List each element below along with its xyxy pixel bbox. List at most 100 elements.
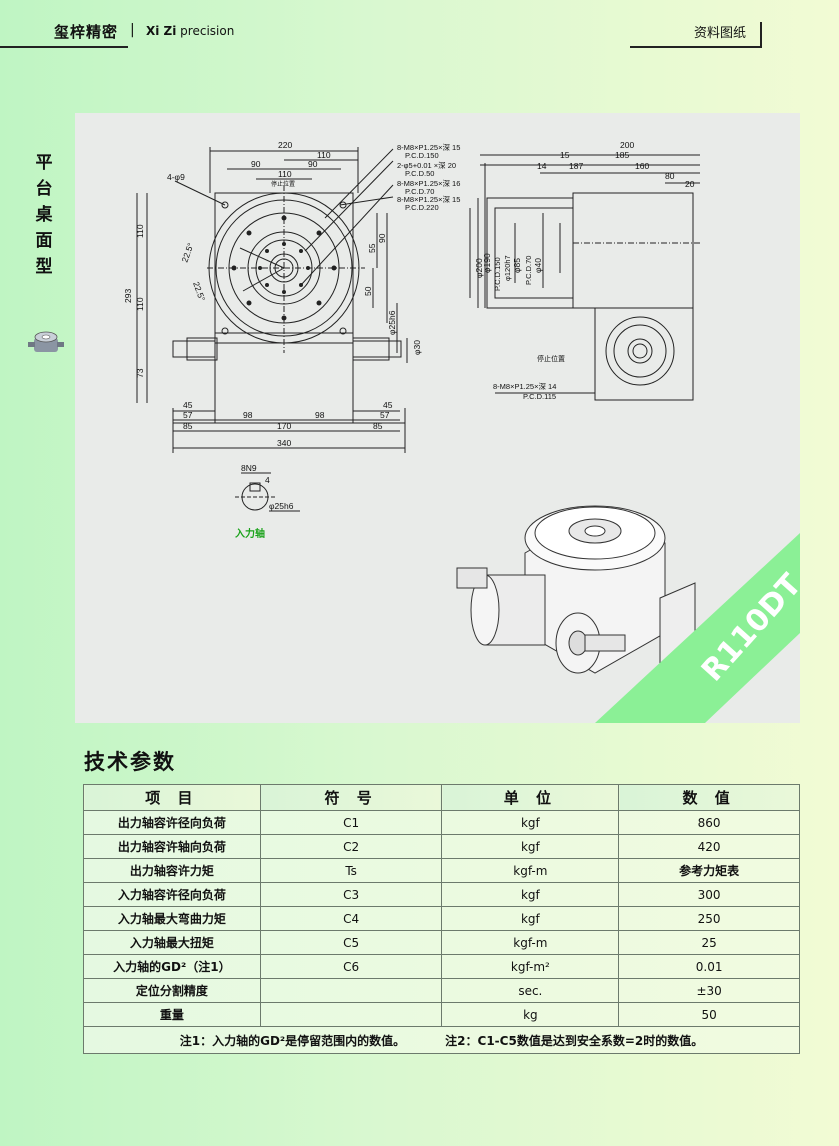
- cell: C3: [259, 882, 443, 907]
- svg-text:φ190: φ190: [482, 253, 492, 273]
- svg-text:57: 57: [183, 410, 193, 420]
- svg-text:57: 57: [380, 410, 390, 420]
- svg-text:90: 90: [251, 159, 261, 169]
- category-title: 平台桌面型: [35, 153, 53, 277]
- cell: C4: [259, 906, 443, 931]
- notes-cell: 注1：入力轴的GD²是停留范围内的数值。 注2：C1-C5数值是达到安全系数=2时…: [83, 1026, 800, 1054]
- cell: kg: [441, 1002, 620, 1027]
- svg-text:98: 98: [315, 410, 325, 420]
- svg-text:φ40: φ40: [533, 258, 543, 273]
- svg-text:170: 170: [277, 421, 291, 431]
- page-header: 玺梓精密 | Xi Zi precision 资料图纸: [0, 0, 839, 48]
- cell: sec.: [441, 978, 620, 1003]
- drawing-svg: 220 110 90 90 110 停止位置 293 110 110 73 22…: [123, 140, 800, 723]
- svg-text:50: 50: [363, 286, 373, 296]
- cell: [259, 1002, 443, 1027]
- svg-text:φ200: φ200: [474, 258, 484, 278]
- table-notes-row: 注1：入力轴的GD²是停留范围内的数值。 注2：C1-C5数值是达到安全系数=2时…: [83, 1026, 800, 1054]
- indexer-thumbnail-icon: [28, 331, 64, 352]
- isometric-view: [456, 505, 696, 674]
- cell: kgf: [441, 906, 620, 931]
- svg-text:185: 185: [615, 150, 629, 160]
- svg-text:110: 110: [278, 169, 292, 179]
- side-view-labels: 200 15 185 14 187 160 80 20 φ200 φ190 P.…: [474, 140, 695, 401]
- svg-text:φ85: φ85: [512, 258, 522, 273]
- cell: ±30: [618, 978, 800, 1003]
- svg-text:90: 90: [377, 233, 387, 243]
- header-item: 项 目: [83, 784, 261, 811]
- svg-text:20: 20: [685, 179, 695, 189]
- header-rule-right: [630, 46, 760, 48]
- svg-text:110: 110: [135, 224, 145, 238]
- svg-text:8-M8×P1.25×深 15: 8-M8×P1.25×深 15: [397, 195, 460, 204]
- cell: kgf: [441, 882, 620, 907]
- svg-text:φ120h7: φ120h7: [503, 255, 512, 281]
- svg-text:340: 340: [277, 438, 291, 448]
- cell: 定位分割精度: [83, 978, 261, 1003]
- header-rule-left: [0, 46, 128, 48]
- note-2: 注2：C1-C5数值是达到安全系数=2时的数值。: [445, 1033, 704, 1048]
- brand-separator: |: [130, 22, 135, 38]
- cell: 参考力矩表: [618, 858, 800, 883]
- svg-text:φ25h6: φ25h6: [269, 501, 294, 511]
- brand-name-cn: 玺梓精密: [54, 23, 119, 41]
- header-symbol: 符 号: [259, 784, 443, 811]
- svg-text:98: 98: [243, 410, 253, 420]
- svg-text:45: 45: [183, 400, 193, 410]
- cell: C6: [259, 954, 443, 979]
- svg-text:14: 14: [537, 161, 547, 171]
- svg-text:8-M8×P1.25×深 14: 8-M8×P1.25×深 14: [493, 382, 556, 391]
- svg-text:187: 187: [569, 161, 583, 171]
- model-ribbon: [595, 533, 800, 723]
- header-unit: 单 位: [441, 784, 620, 811]
- cell: 出力轴容许轴向负荷: [83, 834, 261, 859]
- svg-text:8-M8×P1.25×深 15: 8-M8×P1.25×深 15: [397, 143, 460, 152]
- cell: 0.01: [618, 954, 800, 979]
- cell: Ts: [259, 858, 443, 883]
- svg-text:110: 110: [317, 150, 331, 160]
- document-type: 资料图纸: [694, 26, 747, 41]
- svg-text:160: 160: [635, 161, 649, 171]
- cell: kgf-m: [441, 930, 620, 955]
- header-rule-vertical: [760, 22, 762, 48]
- svg-text:293: 293: [123, 289, 133, 303]
- svg-text:80: 80: [665, 171, 675, 181]
- cell: 250: [618, 906, 800, 931]
- cell: 入力轴容许径向负荷: [83, 882, 261, 907]
- brand-name-en: Xi Zi precision: [146, 24, 235, 38]
- cell: 入力轴的GD²（注1）: [83, 954, 261, 979]
- note-1: 注1：入力轴的GD²是停留范围内的数值。: [179, 1033, 406, 1048]
- cell: kgf-m²: [441, 954, 620, 979]
- cell: 入力轴最大扭矩: [83, 930, 261, 955]
- cell: C1: [259, 810, 443, 835]
- svg-text:4-φ9: 4-φ9: [167, 172, 185, 182]
- cell: 重量: [83, 1002, 261, 1027]
- technical-drawing: 220 110 90 90 110 停止位置 293 110 110 73 22…: [75, 113, 800, 723]
- svg-text:220: 220: [278, 140, 292, 150]
- svg-text:8N9: 8N9: [241, 463, 257, 473]
- cell: kgf: [441, 834, 620, 859]
- input-shaft-labels: 8N9 4 φ25h6 入力轴: [235, 463, 294, 540]
- svg-text:P.C.D.220: P.C.D.220: [405, 203, 439, 212]
- side-view: [469, 154, 700, 401]
- section-title: 技术参数: [84, 750, 176, 774]
- cell: 出力轴容许力矩: [83, 858, 261, 883]
- cell: 入力轴最大弯曲力矩: [83, 906, 261, 931]
- cell: C2: [259, 834, 443, 859]
- cell: 出力轴容许径向负荷: [83, 810, 261, 835]
- svg-text:入力轴: 入力轴: [235, 527, 265, 540]
- svg-text:P.C.D.70: P.C.D.70: [405, 187, 434, 196]
- cell: kgf: [441, 810, 620, 835]
- cell: C5: [259, 930, 443, 955]
- cell: 860: [618, 810, 800, 835]
- svg-text:85: 85: [183, 421, 193, 431]
- svg-text:2-φ5+0.01 ×深 20: 2-φ5+0.01 ×深 20: [397, 161, 456, 170]
- table-row: 定位分割精度 sec.±30: [83, 978, 800, 1003]
- front-view: [136, 147, 408, 453]
- spec-table-header: 项 目 符 号 单 位 数 值: [83, 784, 800, 811]
